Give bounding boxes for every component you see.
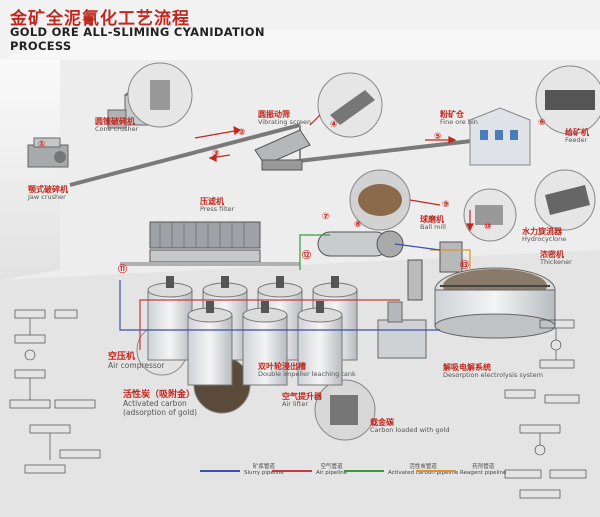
legend-swatch [416, 470, 456, 472]
desorption-system-drawing [377, 301, 427, 359]
step-number: ③ [212, 149, 220, 159]
label-feeder: 给矿机 Feeder [565, 128, 589, 145]
step-number: ⑪ [118, 265, 128, 275]
step-number: ④ [330, 120, 338, 130]
step-number: ⑤ [434, 132, 442, 142]
label-air-lifter: 空气提升器 Air lifter [282, 392, 322, 409]
label-vibrating-screen: 圆振动筛 Vibrating screen [258, 110, 312, 127]
step-number: ⑫ [302, 251, 312, 261]
label-jaw-crusher: 颚式破碎机 Jaw crusher [28, 185, 68, 202]
leaching-tanks-drawing [147, 276, 358, 386]
pipelines [119, 234, 471, 350]
step-number: ⑬ [460, 261, 470, 271]
vibrating-screen-drawing [254, 129, 311, 171]
label-hydrocyclone: 水力旋流器 Hydrocyclone [522, 227, 567, 244]
label-activated-carbon: 活性炭（吸附金） Activated carbon (adsorption of… [123, 390, 198, 417]
label-fine-ore-bin: 粉矿仓 Fine ore bin [440, 110, 478, 127]
step-number: ⑧ [354, 220, 362, 230]
legend-swatch [200, 470, 240, 472]
label-press-filter: 压滤机 Press filter [200, 197, 235, 214]
leaching-tank [147, 276, 193, 361]
left-flowchart [9, 309, 101, 474]
page-title: 金矿全泥氰化工艺流程 [10, 9, 190, 29]
leaching-tank [242, 301, 288, 386]
step-number: ⑨ [442, 200, 450, 210]
step-number: ⑦ [322, 212, 330, 222]
step-number: ② [238, 128, 246, 138]
label-carbon-loaded: 载金碳 Carbon loaded with gold [370, 418, 450, 435]
legend-swatch [344, 470, 384, 472]
title-block: 金矿全泥氰化工艺流程 GOLD ORE ALL-SLIMING CYANIDAT… [0, 0, 330, 53]
jaw-crusher-drawing [27, 137, 69, 168]
leaching-tank [297, 301, 343, 386]
label-leaching-tank: 双叶轮浸出槽 Double impeller leaching tank [258, 362, 356, 379]
step-number: ⑥ [538, 118, 546, 128]
label-cone-crusher: 圆锥破碎机 Cone crusher [95, 117, 139, 134]
fine-ore-bin-drawing [469, 107, 531, 166]
legend-swatch [272, 470, 312, 472]
press-filter-drawing [120, 221, 300, 266]
label-desorption: 解吸电解系统 Desorption electrolysis system [443, 363, 543, 380]
detail-insets [127, 62, 600, 441]
label-ball-mill: 球磨机 Ball mill [420, 215, 446, 232]
label-air-compressor: 空压机 Air compressor [108, 352, 165, 371]
label-thickener: 浓密机 Thickener [540, 250, 572, 267]
page-subtitle: GOLD ORE ALL-SLIMING CYANIDATION PROCESS [10, 25, 265, 53]
flow-arrows [194, 114, 474, 232]
thickener-drawing [434, 267, 556, 339]
step-number: ① [38, 140, 46, 150]
leaching-tank [187, 301, 233, 386]
right-flowchart [504, 319, 587, 499]
ball-mill-drawing [317, 230, 404, 258]
step-number: ⑩ [484, 222, 492, 232]
